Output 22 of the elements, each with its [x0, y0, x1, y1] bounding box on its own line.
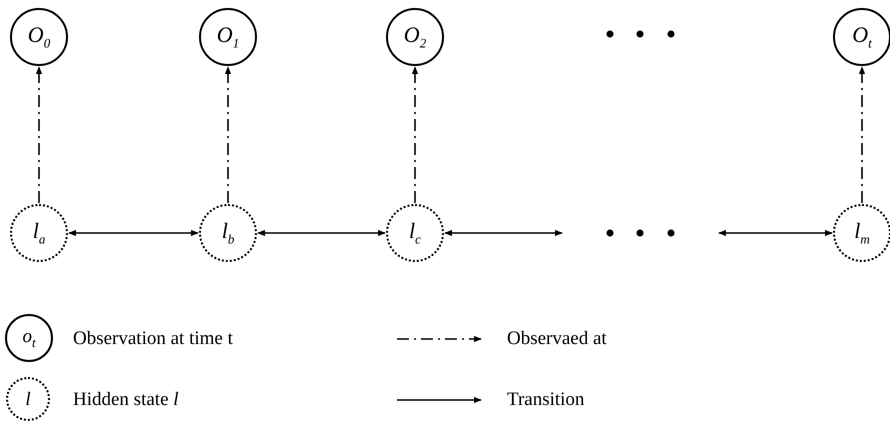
hidden-state-circle: l: [6, 377, 50, 421]
hidden-state-circle: l$_{a}$: [10, 204, 68, 262]
observation-circle: O$_{1}$: [199, 8, 257, 66]
observation-circle: O$_{2}$: [386, 8, 444, 66]
observation-circle: O$_{t}$: [833, 8, 890, 66]
dash-dot-arrow: [858, 66, 866, 203]
dash-dot-arrow: [36, 66, 42, 203]
double-arrow: [444, 230, 563, 236]
double-arrow: [718, 230, 833, 236]
legend-label: Transition: [507, 390, 584, 409]
legend-label: Hidden state l: [73, 390, 179, 409]
double-arrow: [68, 230, 199, 236]
hidden-state-circle: l$_{b}$: [199, 204, 257, 262]
legend-label: Observation at time t: [73, 329, 233, 348]
legend-label: Observaed at: [507, 329, 607, 348]
double-arrow: [257, 230, 386, 236]
hidden-state-circle: l$_{m}$: [833, 204, 890, 262]
observation-circle: o$_{t}$: [5, 314, 53, 362]
hidden-state-circle: l$_{c}$: [386, 204, 444, 262]
dash-dot-arrow: [224, 66, 232, 203]
dash-dot-arrow: [412, 66, 418, 203]
observation-circle: O$_{0}$: [10, 8, 68, 66]
